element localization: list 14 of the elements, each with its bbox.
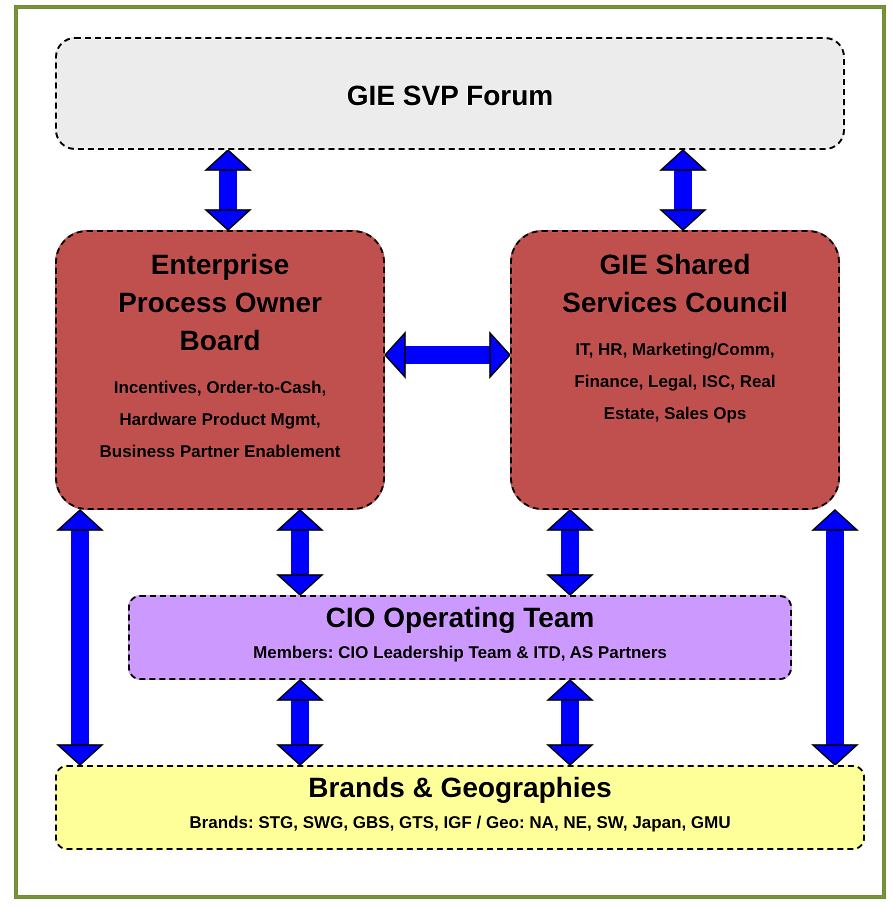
brands-geographies-text: Brands: STG, SWG, GBS, GTS, IGF / Geo: NA, NE, SW, Japan, GMU bbox=[189, 812, 731, 834]
team-title: CIO Operating Team bbox=[326, 601, 594, 635]
team-box bbox=[55, 765, 865, 850]
forum-title: GIE SVP Forum bbox=[346, 79, 554, 113]
team-box bbox=[128, 595, 792, 680]
group-title: Brands & Geographies bbox=[308, 771, 612, 805]
council-title: GIE Shared Services Council bbox=[561, 248, 789, 320]
board-scope-text: Incentives, Order-to-Cash, Hardware Product Mgmt, Business Partner Enablement bbox=[98, 377, 342, 463]
team-members-text: Members: CIO Leadership Team & ITD, AS Partners bbox=[253, 642, 667, 664]
governance-box bbox=[510, 230, 840, 510]
council-scope-text: IT, HR, Marketing/Comm, Finance, Legal, ISC, Real Estate, Sales Ops bbox=[573, 339, 777, 425]
forum-box bbox=[55, 37, 845, 150]
governance-box bbox=[55, 230, 385, 510]
board-title: Enterprise Process Owner Board bbox=[117, 248, 323, 358]
